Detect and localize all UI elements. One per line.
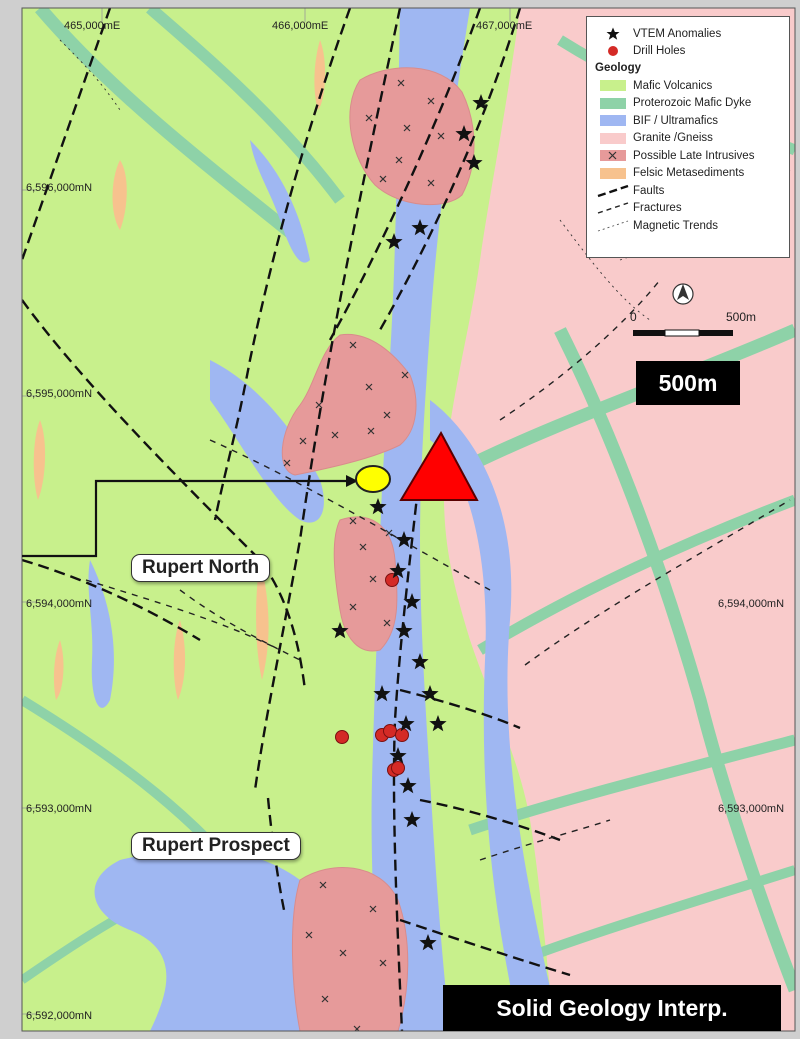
vtem-anomaly-star <box>403 811 421 828</box>
legend-row-mafic-dyke: Proterozoic Mafic Dyke <box>593 95 783 113</box>
easting-label-466000: 466,000mE <box>272 20 329 32</box>
legend-label: Felsic Metasediments <box>633 167 745 180</box>
scale-bar: 0 500m <box>630 310 760 340</box>
legend-row-late-intrusives: Possible Late Intrusives <box>593 147 783 165</box>
vtem-anomaly-star <box>465 154 483 171</box>
prospect-label-rupert-prospect: Rupert Prospect <box>131 832 301 860</box>
legend-row-magnetic-trends: Magnetic Trends <box>593 217 783 235</box>
vtem-anomalies-group <box>331 94 490 951</box>
vtem-anomaly-star <box>429 715 447 732</box>
legend-label: Drill Holes <box>633 45 686 58</box>
swatch-bif <box>600 115 626 127</box>
legend-label: Fractures <box>633 202 682 215</box>
northing-label-6596000: 6,596,000mN <box>26 182 93 194</box>
vtem-anomaly-star <box>369 498 387 515</box>
northing-label-right-6593000: 6,593,000mN <box>718 803 785 815</box>
fractures-group <box>85 279 791 861</box>
swatch-late-intrusives <box>600 150 626 162</box>
northing-label-6592000: 6,592,000mN <box>26 1010 93 1022</box>
vtem-anomaly-star <box>395 531 413 548</box>
fracture-line-icon <box>593 201 633 215</box>
vtem-anomaly-star <box>331 622 349 639</box>
late-intrusives-group <box>281 67 475 1031</box>
northing-label-6594000: 6,594,000mN <box>26 598 93 610</box>
legend-row-felsic: Felsic Metasediments <box>593 165 783 183</box>
magnetic-trends-group <box>59 39 791 321</box>
target-triangle-marker <box>399 430 479 501</box>
vtem-anomaly-star <box>419 934 437 951</box>
northing-label-right-6594000: 6,594,000mN <box>718 598 785 610</box>
legend-label: BIF / Ultramafics <box>633 114 718 127</box>
legend-row-mafic-volcanics: Mafic Volcanics <box>593 77 783 95</box>
northing-label-6593000: 6,593,000mN <box>26 803 93 815</box>
felsic-metasediments-group <box>33 40 326 700</box>
scale-start-label: 0 <box>630 310 637 324</box>
north-arrow-icon <box>672 283 694 305</box>
legend-row-granite: Granite /Gneiss <box>593 130 783 148</box>
vtem-anomaly-star <box>403 593 421 610</box>
scale-end-label: 500m <box>726 310 757 324</box>
intrusive-cross-markers <box>283 79 445 1031</box>
arrow-pointer <box>22 475 358 558</box>
magnetic-trend-icon <box>593 219 633 233</box>
grid-ticks <box>22 8 511 1015</box>
star-icon <box>593 27 633 41</box>
legend-label: Granite /Gneiss <box>633 132 713 145</box>
vtem-anomaly-star <box>389 562 407 579</box>
fault-line-icon <box>593 184 633 198</box>
legend-row-drill-holes: Drill Holes <box>593 43 783 61</box>
legend-label: Faults <box>633 184 665 197</box>
granite-gneiss-area <box>444 8 795 1031</box>
drill-hole-marker <box>395 728 409 742</box>
prospect-label-rupert-north: Rupert North <box>131 554 271 582</box>
drill-hole-marker <box>383 724 397 738</box>
vtem-anomaly-star <box>399 777 417 794</box>
scale-callout: 500m <box>636 361 740 405</box>
map-legend: VTEM Anomalies Drill Holes Geology Mafic… <box>586 16 790 258</box>
legend-row-fractures: Fractures <box>593 200 783 218</box>
legend-label: Magnetic Trends <box>633 219 719 232</box>
legend-label: VTEM Anomalies <box>633 27 722 40</box>
map-title-callout: Solid Geology Interp. <box>443 985 781 1031</box>
red-dot-icon <box>593 44 633 58</box>
drill-hole-marker <box>385 573 399 587</box>
vtem-anomaly-star <box>389 747 407 764</box>
easting-label-467000: 467,000mE <box>476 20 533 32</box>
northing-label-6595000: 6,595,000mN <box>26 388 93 400</box>
swatch-mafic-volcanics <box>600 80 626 92</box>
swatch-mafic-dyke <box>600 97 626 109</box>
vtem-anomaly-star <box>411 653 429 670</box>
legend-row-vtem: VTEM Anomalies <box>593 25 783 43</box>
swatch-granite <box>600 132 626 144</box>
vtem-anomaly-star <box>455 125 473 142</box>
target-oval-marker <box>355 465 391 493</box>
swatch-felsic <box>600 167 626 179</box>
faults-group <box>22 8 571 1031</box>
easting-label-465000: 465,000mE <box>64 20 121 32</box>
vtem-anomaly-star <box>421 685 439 702</box>
vtem-anomaly-star <box>385 233 403 250</box>
legend-row-faults: Faults <box>593 182 783 200</box>
drill-hole-marker <box>335 730 349 744</box>
vtem-anomaly-star <box>373 685 391 702</box>
vtem-anomaly-star <box>411 219 429 236</box>
legend-label: Mafic Volcanics <box>633 79 713 92</box>
vtem-anomaly-star <box>397 715 415 732</box>
vtem-anomaly-star <box>395 622 413 639</box>
legend-label: Possible Late Intrusives <box>633 149 755 162</box>
legend-label: Proterozoic Mafic Dyke <box>633 97 752 110</box>
legend-heading-geology: Geology <box>595 62 642 74</box>
map-border <box>21 7 796 1032</box>
legend-row-bif: BIF / Ultramafics <box>593 112 783 130</box>
vtem-anomaly-star <box>472 94 490 111</box>
drill-hole-marker <box>391 761 405 775</box>
